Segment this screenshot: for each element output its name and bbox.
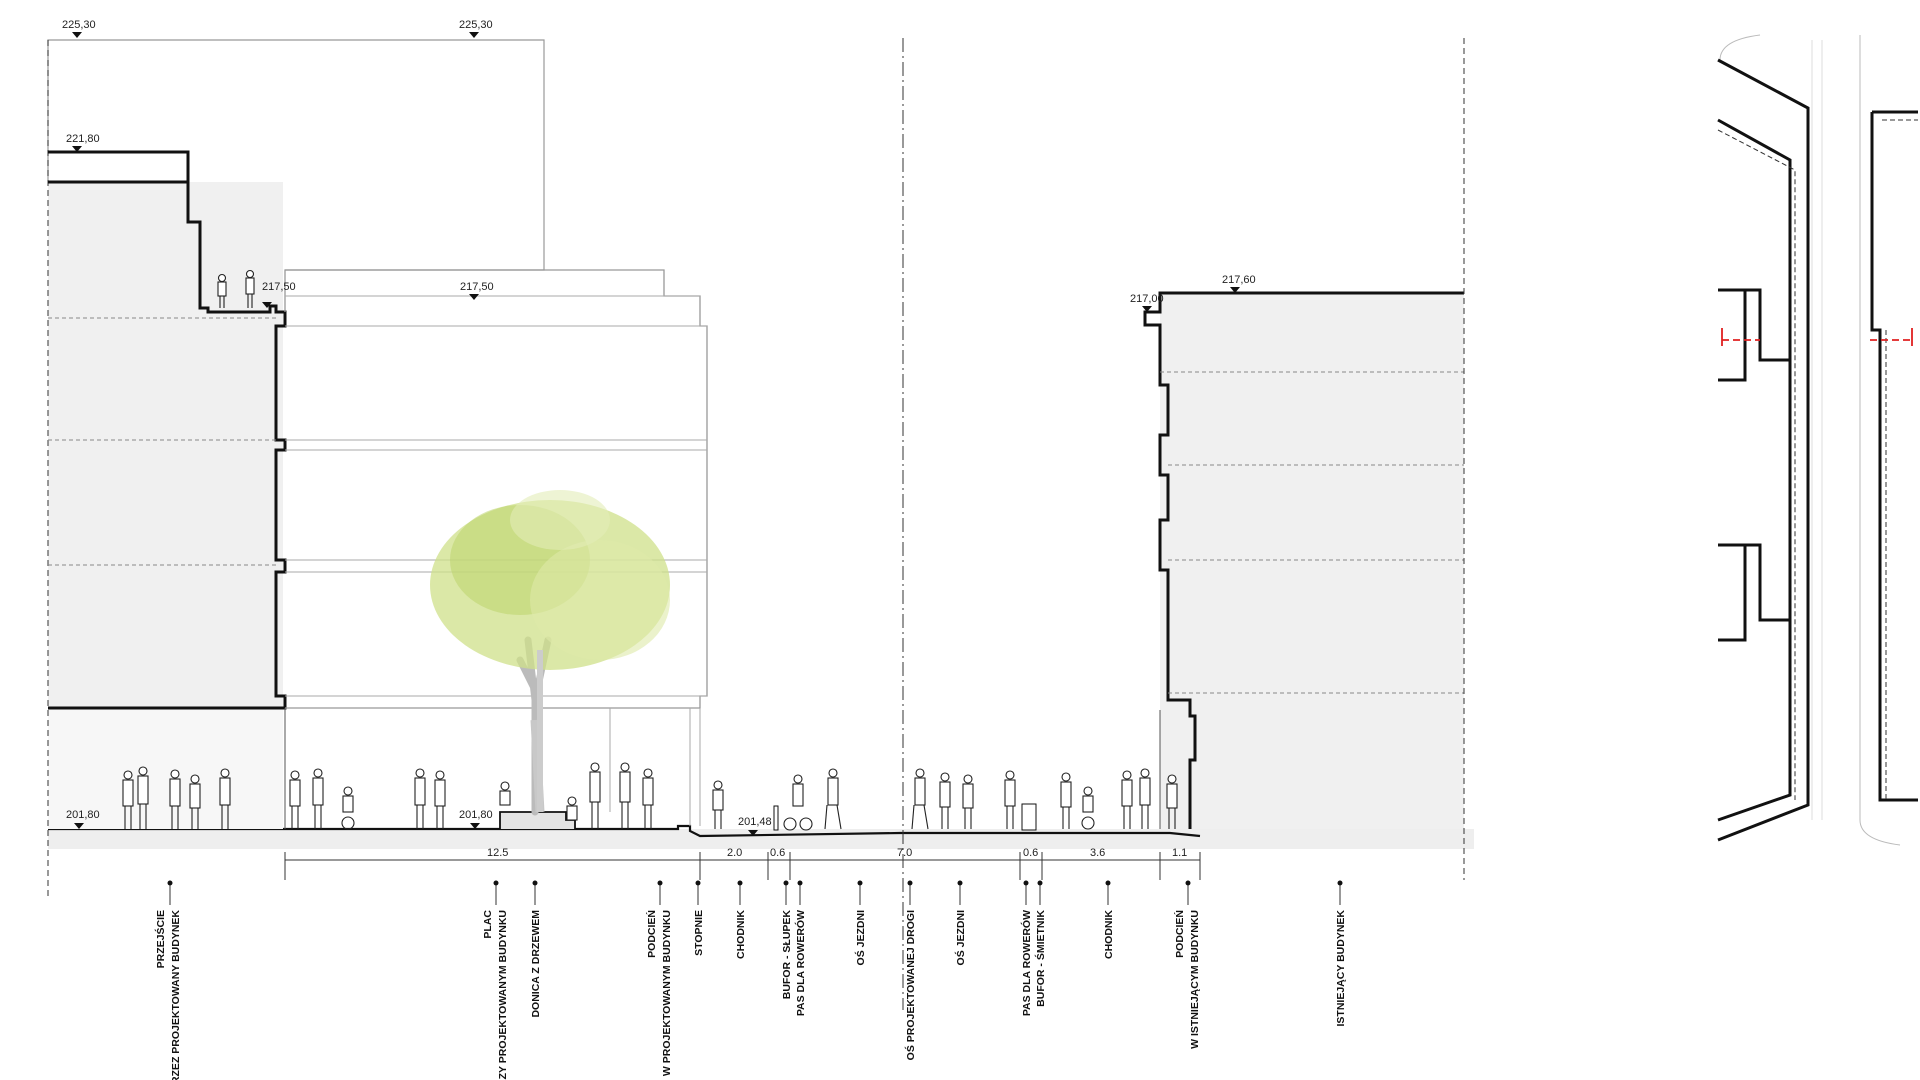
level-mark-roof-left: 221,80 <box>66 133 100 152</box>
level-mark-ground-planter: 201,80 <box>459 809 493 829</box>
label-plaza-line2: PRZY PROJEKTOWANYM BUDYNKU <box>497 910 509 1080</box>
ground-section <box>48 811 1474 849</box>
level-mark-right-b: 217,60 <box>1222 274 1256 293</box>
svg-text:221,80: 221,80 <box>66 133 100 145</box>
section-cut-mark <box>1721 328 1913 346</box>
svg-text:225,30: 225,30 <box>62 19 96 31</box>
dim-buffer-right: 0.6 <box>1023 847 1038 859</box>
svg-text:217,60: 217,60 <box>1222 274 1256 286</box>
dim-sidewalk-right: 3.6 <box>1090 847 1105 859</box>
label-lane-axis-right: OŚ JEZDNI <box>954 910 967 966</box>
level-mark-top-left: 225,30 <box>62 19 96 38</box>
svg-text:201,80: 201,80 <box>459 809 493 821</box>
svg-text:217,50: 217,50 <box>460 281 494 293</box>
svg-text:217,50: 217,50 <box>262 281 296 293</box>
label-lane-axis-left: OŚ JEZDNI <box>854 910 867 966</box>
street-furniture <box>773 803 1037 831</box>
level-mark-street: 201,48 <box>738 816 772 836</box>
svg-text:225,30: 225,30 <box>459 19 493 31</box>
label-sidewalk-left: CHODNIK <box>735 910 747 959</box>
svg-text:201,48: 201,48 <box>738 816 772 828</box>
level-mark-top-mid: 225,30 <box>459 19 493 38</box>
label-existing-building: ISTNIEJĄCY BUDYNEK <box>1335 910 1347 1027</box>
dim-plaza: 12.5 <box>487 847 508 859</box>
label-arcade-proposed-line1: PODCIEŃ <box>645 910 658 958</box>
label-road-axis: OŚ PROJEKTOWANEJ DROGI <box>904 910 917 1060</box>
people-figures <box>122 269 1178 831</box>
label-steps: STOPNIE <box>693 910 705 956</box>
level-mark-eave-left: 217,50 <box>262 281 296 308</box>
label-bike-lane-left: PAS DLA ROWERÓW <box>794 910 807 1016</box>
level-mark-ground-left: 201,80 <box>66 809 100 829</box>
label-buffer-post: BUFOR - SŁUPEK <box>781 910 793 1000</box>
label-buffer-bin: BUFOR - ŚMIETNIK <box>1034 910 1047 1007</box>
label-arcade-proposed-line2: W PROJEKTOWANYM BUDYNKU <box>661 910 673 1076</box>
label-arcade-existing-line2: W ISTNIEJĄCYM BUDYNKU <box>1189 910 1201 1049</box>
level-markers: 225,30 225,30 221,80 217,50 217,50 217,0… <box>62 19 1256 836</box>
label-bike-lane-right: PAS DLA ROWERÓW <box>1020 910 1033 1016</box>
tree-in-planter <box>430 490 670 816</box>
svg-text:217,00: 217,00 <box>1130 293 1164 305</box>
dim-arcade-right: 1.1 <box>1172 847 1187 859</box>
level-mark-right-a: 217,00 <box>1130 293 1164 312</box>
callout-dots <box>167 880 1343 886</box>
label-planter: DONICA Z DRZEWEM <box>530 910 542 1018</box>
dimension-chain: 12.5 2.0 0.6 7.0 0.6 3.6 1.1 <box>284 847 1201 880</box>
proposed-building-left <box>47 39 545 900</box>
existing-building-right <box>1143 38 1465 880</box>
label-arcade-existing-line1: PODCIEŃ <box>1173 910 1186 958</box>
svg-text:201,80: 201,80 <box>66 809 100 821</box>
label-passage-line2: PRZEZ PROJEKTOWANY BUDYNEK <box>170 910 182 1080</box>
label-passage-line1: PRZEJŚCIE <box>154 910 167 968</box>
dim-sidewalk-left: 2.0 <box>727 847 742 859</box>
dim-buffer-left: 0.6 <box>770 847 785 859</box>
label-plaza-line1: PLAC <box>482 910 494 939</box>
level-mark-eave-mid: 217,50 <box>460 281 494 300</box>
key-plan <box>1717 34 1918 846</box>
dim-roadway: 7.0 <box>897 847 912 859</box>
label-sidewalk-right: CHODNIK <box>1103 910 1115 959</box>
callout-leaders <box>169 883 1341 905</box>
